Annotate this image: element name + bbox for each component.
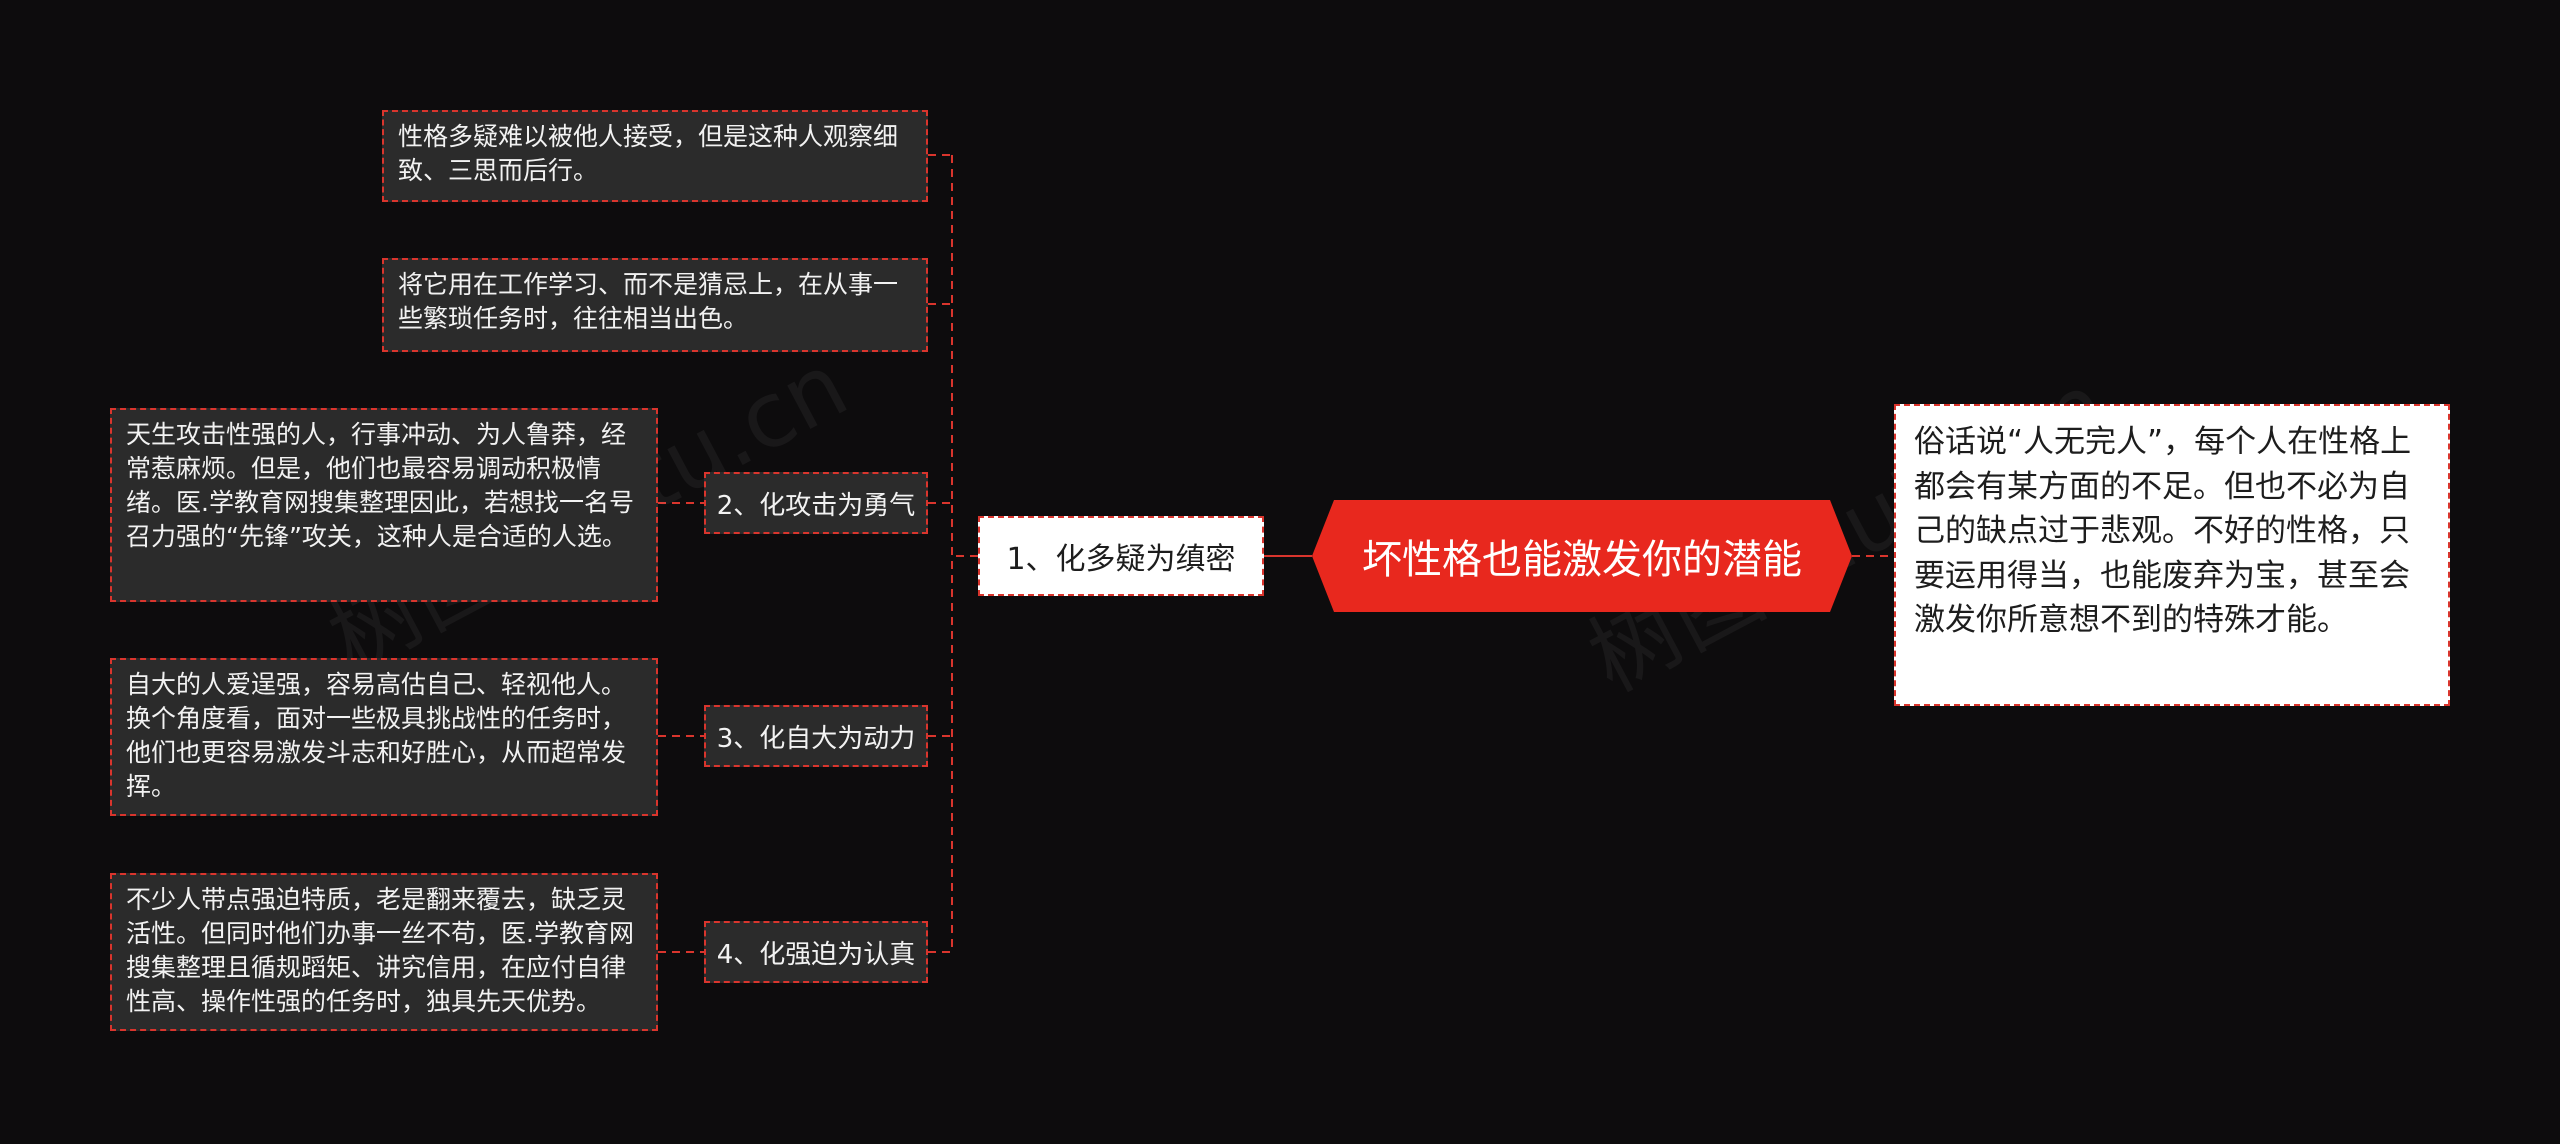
branch-3-label: 3、化自大为动力 — [716, 723, 916, 754]
branch-4-label: 4、化强迫为认真 — [716, 939, 916, 970]
branch-3-detail-1[interactable]: 自大的人爱逞强，容易高估自己、轻视他人。换个角度看，面对一些极具挑战性的任务时，… — [110, 658, 658, 816]
branch-2-detail-1-text: 天生攻击性强的人，行事冲动、为人鲁莽，经常惹麻烦。但是，他们也最容易调动积极情绪… — [126, 420, 634, 551]
branch-3-detail-1-text: 自大的人爱逞强，容易高估自己、轻视他人。换个角度看，面对一些极具挑战性的任务时，… — [126, 670, 627, 801]
branch-1-detail-2[interactable]: 将它用在工作学习、而不是猜忌上，在从事一些繁琐任务时，往往相当出色。 — [382, 258, 928, 352]
branch-4-detail-1[interactable]: 不少人带点强迫特质，老是翻来覆去，缺乏灵活性。但同时他们办事一丝不苟，医.学教育… — [110, 873, 658, 1031]
branch-1-detail-1-text: 性格多疑难以被他人接受，但是这种人观察细致、三思而后行。 — [398, 122, 899, 185]
branch-2-label: 2、化攻击为勇气 — [716, 490, 916, 521]
branch-2-node[interactable]: 2、化攻击为勇气 — [704, 472, 928, 534]
branch-3-node[interactable]: 3、化自大为动力 — [704, 705, 928, 767]
branch-1-detail-1[interactable]: 性格多疑难以被他人接受，但是这种人观察细致、三思而后行。 — [382, 110, 928, 202]
branch-1-detail-2-text: 将它用在工作学习、而不是猜忌上，在从事一些繁琐任务时，往往相当出色。 — [398, 270, 899, 333]
root-topic[interactable]: 坏性格也能激发你的潜能 — [1312, 500, 1852, 612]
branch-1-node[interactable]: 1、化多疑为缜密 — [978, 516, 1264, 596]
root-note[interactable]: 俗话说“人无完人”，每个人在性格上都会有某方面的不足。但也不必为自己的缺点过于悲… — [1894, 404, 2450, 706]
branch-4-detail-1-text: 不少人带点强迫特质，老是翻来覆去，缺乏灵活性。但同时他们办事一丝不苟，医.学教育… — [126, 885, 634, 1016]
branch-4-node[interactable]: 4、化强迫为认真 — [704, 921, 928, 983]
root-topic-shape — [1312, 500, 1852, 612]
root-topic-title: 坏性格也能激发你的潜能 — [1362, 537, 1802, 583]
branch-1-label: 1、化多疑为缜密 — [1006, 542, 1236, 577]
branch-2-detail-1[interactable]: 天生攻击性强的人，行事冲动、为人鲁莽，经常惹麻烦。但是，他们也最容易调动积极情绪… — [110, 408, 658, 602]
